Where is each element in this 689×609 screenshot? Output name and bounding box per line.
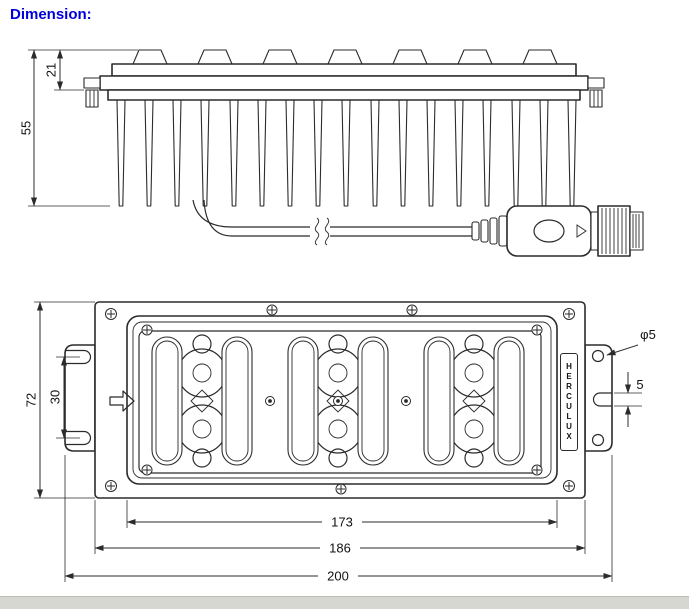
lens-pill <box>287 336 319 466</box>
lens-panel <box>138 330 542 474</box>
heatsink-fins <box>116 99 577 207</box>
side-tab-right <box>589 89 603 108</box>
connector-body <box>506 205 592 257</box>
screw <box>105 480 117 492</box>
side-tab-left <box>85 89 99 108</box>
lens-pill <box>151 336 183 466</box>
plate-screws <box>105 304 575 495</box>
connector-boot-rib <box>471 221 480 241</box>
mount-hole-right-top <box>591 349 605 363</box>
screw <box>563 480 575 492</box>
front-view <box>64 301 613 499</box>
mount-slot-left-top <box>65 349 92 365</box>
panel-screws <box>265 396 411 406</box>
lens-pill <box>221 336 253 466</box>
dim-label-55: 55 <box>19 121 34 135</box>
connector-tip <box>629 211 644 251</box>
screw <box>333 396 343 406</box>
screw <box>105 308 117 320</box>
lens-pill <box>423 336 455 466</box>
cable-break-mark <box>314 217 320 246</box>
flange-right <box>587 77 605 89</box>
dim-label-173: 173 <box>331 515 353 530</box>
dim-label-slot-width: 5 <box>636 377 643 392</box>
mount-wing-left <box>64 344 96 452</box>
dim-label-186: 186 <box>329 541 351 556</box>
side-view-dimensions: 21 55 <box>19 49 138 207</box>
top-bumps <box>132 49 558 65</box>
lens-group <box>287 334 389 468</box>
direction-arrow-icon <box>109 390 135 412</box>
top-rail <box>111 63 577 77</box>
flange-left <box>83 77 101 89</box>
connector-window <box>533 219 565 243</box>
dim-label-72: 72 <box>24 393 39 407</box>
module-screws <box>141 324 543 476</box>
page-title: Dimension: <box>10 6 92 23</box>
mount-slot-right <box>592 392 612 407</box>
screw <box>563 308 575 320</box>
side-view <box>83 49 644 257</box>
mounting-plate <box>99 75 589 91</box>
dim-label-30: 30 <box>48 390 63 404</box>
lens-pill <box>493 336 525 466</box>
front-view-dimensions: 72 30 φ5 5 173 186 <box>24 301 656 584</box>
screw <box>406 304 418 316</box>
connector-thread <box>597 205 631 257</box>
screw <box>141 464 153 476</box>
brand-label: HERCULUX <box>560 353 578 451</box>
connector-ring <box>590 211 599 251</box>
dim-label-200: 200 <box>327 569 349 584</box>
lens-group <box>151 334 253 468</box>
screw <box>531 464 543 476</box>
lens-pill <box>357 336 389 466</box>
screw <box>265 396 275 406</box>
screw <box>141 324 153 336</box>
screw <box>266 304 278 316</box>
mount-hole-right-bottom <box>591 433 605 447</box>
connector <box>471 205 644 257</box>
dim-label-21: 21 <box>44 63 59 77</box>
screw <box>531 324 543 336</box>
fin-base-plate <box>107 89 581 101</box>
page-bottom-strip <box>0 596 689 609</box>
dim-label-hole-diameter: φ5 <box>640 327 656 342</box>
screw <box>335 483 347 495</box>
lens-group <box>423 334 525 468</box>
mount-wing-right <box>584 344 613 452</box>
power-cable <box>192 199 472 246</box>
screw <box>401 396 411 406</box>
mount-slot-left-bottom <box>65 430 92 446</box>
connector-triangle-mark <box>576 224 587 238</box>
